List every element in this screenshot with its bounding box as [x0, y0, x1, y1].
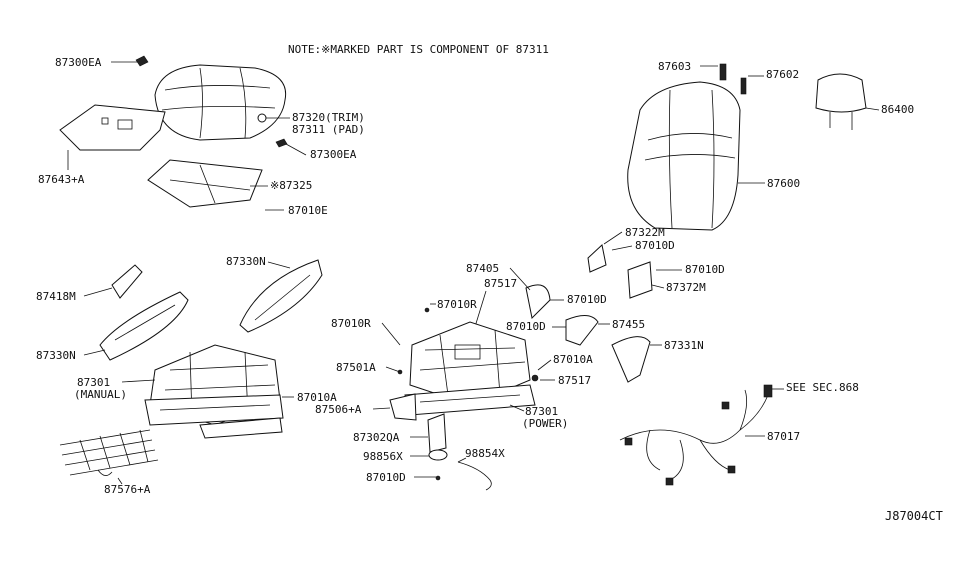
diagram-code: J87004CT — [885, 509, 943, 523]
callout-87311: 87311 (PAD) — [292, 123, 365, 136]
callout-87301-manual-sub: (MANUAL) — [74, 388, 127, 401]
wire-harness-part — [619, 384, 773, 486]
callout-87576: 87576+A — [104, 483, 151, 496]
callout-87405: 87405 — [466, 262, 499, 275]
side-shield-part — [99, 259, 323, 361]
seat-cushion-bottom-panel — [59, 104, 166, 151]
callout-87010d-b: 87010D — [685, 263, 725, 276]
callout-87010d-c: 87010D — [567, 293, 607, 306]
callout-87331n: 87331N — [664, 339, 704, 352]
callout-87330n: 87330N — [36, 349, 76, 362]
callout-87320: 87320(TRIM) — [292, 111, 365, 124]
note-text: NOTE:※MARKED PART IS COMPONENT OF 87311 — [288, 43, 549, 56]
callout-87010d-d: 87010D — [506, 320, 546, 333]
seat-bracket-part — [389, 307, 539, 491]
callout-87010d-e: 87010D — [366, 471, 406, 484]
callout-87600: 87600 — [767, 177, 800, 190]
callout-87301-power-sub: (POWER) — [522, 417, 568, 430]
callout-98856x: 98856X — [363, 450, 403, 463]
callout-87501a: 87501A — [336, 361, 376, 374]
callout-87302qa: 87302QA — [353, 431, 400, 444]
callout-87517-b: 87517 — [558, 374, 591, 387]
callout-87010d-a: 87010D — [635, 239, 675, 252]
callout-87010e: 87010E — [288, 204, 328, 217]
callout-87603: 87603 — [658, 60, 691, 73]
callout-87010r-a: 87010R — [437, 298, 477, 311]
cushion-heater-mat — [147, 159, 263, 208]
callout-87010a-a: 87010A — [553, 353, 593, 366]
callout-87010r-b: 87010R — [331, 317, 371, 330]
manual-seat-frame-part — [144, 344, 284, 439]
callout-87301-manual: 87301 — [77, 376, 110, 389]
callout-87010a-b: 87010A — [297, 391, 337, 404]
callout-87322m: 87322M — [625, 226, 665, 239]
callout-87300ea-top: 87300EA — [55, 56, 102, 69]
recliner-cover-part — [525, 244, 653, 383]
callout-87602: 87602 — [766, 68, 799, 81]
callout-87301-power: 87301 — [525, 405, 558, 418]
cushion-pad-part — [154, 64, 287, 141]
callout-87372m: 87372M — [666, 281, 706, 294]
power-seat-frame-part — [404, 321, 536, 416]
headrest-part — [815, 73, 867, 130]
callout-87506: 87506+A — [315, 403, 362, 416]
seatback-part — [627, 81, 741, 231]
headrest-guide-icon — [719, 63, 747, 95]
callout-see-sec: SEE SEC.868 — [786, 381, 859, 394]
callout-87643: 87643+A — [38, 173, 85, 186]
spring-wire-part — [59, 429, 159, 476]
callout-87300ea-mid: 87300EA — [310, 148, 357, 161]
callout-87017: 87017 — [767, 430, 800, 443]
callout-98854x: 98854X — [465, 447, 505, 460]
callout-87418m: 87418M — [36, 290, 76, 303]
callout-87325: ※87325 — [270, 179, 312, 192]
callout-87330n-top: 87330N — [226, 255, 266, 268]
callout-87517-a: 87517 — [484, 277, 517, 290]
callout-87455: 87455 — [612, 318, 645, 331]
callout-86400: 86400 — [881, 103, 914, 116]
